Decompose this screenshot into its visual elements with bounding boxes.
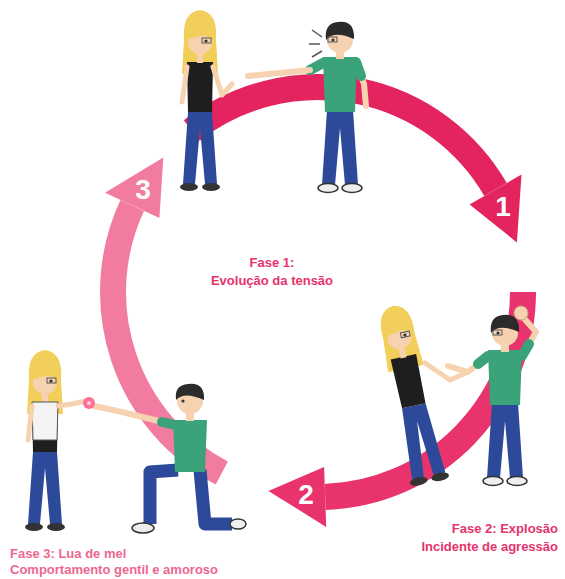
illustration-part xyxy=(83,397,95,409)
phase-label: Evolução da tensão xyxy=(211,273,333,288)
scene-honeymoon xyxy=(25,350,246,533)
woman-figure xyxy=(25,350,65,531)
illustration-part xyxy=(105,158,163,219)
illustration-part xyxy=(28,406,32,440)
illustration-part xyxy=(230,519,246,529)
phase-label: Fase 3: Lua de mel xyxy=(10,546,126,561)
illustration-part xyxy=(176,384,204,400)
illustration-part xyxy=(309,43,320,45)
illustration-part xyxy=(132,523,154,533)
illustration-part xyxy=(448,356,488,372)
illustration-part xyxy=(514,306,528,320)
callout-number: 2 xyxy=(298,481,314,509)
illustration-part xyxy=(181,399,184,402)
cycle-arrow xyxy=(192,87,522,242)
illustration-part xyxy=(32,402,58,440)
illustration-part xyxy=(356,62,366,106)
illustration-part xyxy=(200,470,232,524)
woman-figure xyxy=(180,10,220,191)
phase-label: Fase 1: xyxy=(250,255,295,270)
woman-figure xyxy=(373,302,450,487)
illustration-part xyxy=(162,422,175,425)
scene-explosion xyxy=(373,302,536,487)
scene-tension xyxy=(180,10,366,193)
illustration-part xyxy=(248,70,310,76)
cycle-arrow xyxy=(105,158,222,474)
illustration-part xyxy=(312,30,322,37)
man-figure xyxy=(318,22,362,193)
illustration-part xyxy=(87,401,91,405)
illustration-part xyxy=(113,205,222,473)
illustration-part xyxy=(150,470,178,524)
illustration-part xyxy=(182,67,187,102)
callout-number: 3 xyxy=(135,176,151,204)
cycle-arrow xyxy=(268,292,523,527)
illustration-part xyxy=(470,175,522,243)
illustration-part xyxy=(312,51,322,57)
illustration-part xyxy=(94,406,175,425)
man-figure xyxy=(483,315,527,486)
illustration-part xyxy=(268,467,326,527)
illustration-part xyxy=(58,401,86,406)
illustration-part xyxy=(522,316,536,356)
illustration-part xyxy=(522,344,529,356)
illustration-part xyxy=(213,67,232,95)
illustration-part xyxy=(478,356,488,364)
illustration-part xyxy=(356,62,361,76)
phase-label: Fase 2: Explosão xyxy=(452,521,558,536)
phase-label: Incidente de agressão xyxy=(421,539,558,554)
phase-label: Comportamento gentil e amoroso xyxy=(10,562,218,577)
callout-number: 1 xyxy=(495,193,511,221)
